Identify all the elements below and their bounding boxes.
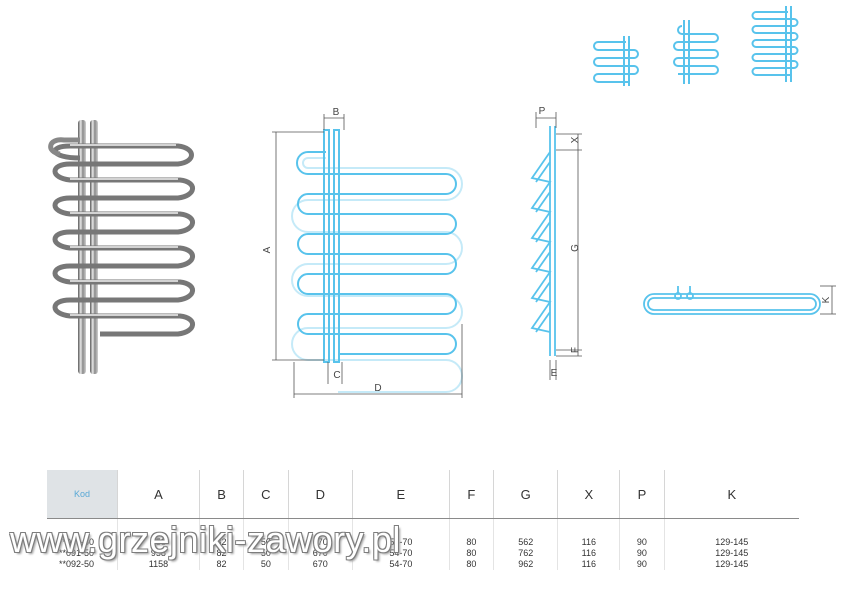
table-cell: 562: [493, 518, 559, 548]
top-view-drawing: K: [643, 285, 836, 315]
table-cell: 90: [619, 548, 665, 559]
table-cell: 54-70: [352, 548, 450, 559]
table-cell: 54-70: [352, 559, 450, 570]
table-cell: 80: [449, 559, 494, 570]
table-cell: 129-145: [715, 537, 749, 547]
dimension-table: Kod A B C D E F G X P K **090-50 758 82 …: [47, 470, 799, 570]
table-cell: 958: [117, 548, 200, 559]
watermark-text: www.grzejniki-zawory.pl: [10, 519, 401, 560]
table-cell: 90: [619, 518, 665, 548]
table-cell: 82: [199, 559, 245, 570]
medium-variant-thumbnail: [673, 20, 719, 84]
table-row: **092-50 1158 82 50 670 54-70 80 962 116…: [47, 559, 799, 570]
table-cell: 129-145: [715, 548, 749, 558]
table-header-row: Kod A B C D E F G X P K: [47, 470, 799, 519]
table-cell: 129-145: [715, 559, 749, 569]
table-cell: 50: [243, 559, 289, 570]
table-row: **091-50 958 82 50 670 54-70 80 762 116 …: [47, 548, 799, 559]
front-view-drawing: B A C D: [262, 107, 463, 398]
table-row: **090-50 758 82 50 670 54-70 80 562 116 …: [47, 518, 799, 548]
table-cell: 50: [243, 548, 289, 559]
table-cell: **092-50: [47, 559, 118, 570]
table-cell: 50: [243, 518, 289, 548]
header-f: F: [449, 470, 494, 519]
dim-label-c: C: [333, 370, 340, 381]
header-c: C: [243, 470, 289, 519]
table-cell: 54-70: [352, 518, 450, 548]
dim-label-f: F: [570, 347, 581, 353]
dim-label-a: A: [262, 246, 273, 253]
header-d: D: [288, 470, 354, 519]
table-cell: 758: [117, 518, 200, 548]
dim-label-e: E: [551, 368, 558, 379]
table-cell: 670: [288, 518, 354, 548]
table-cell: 962: [493, 559, 559, 570]
dim-label-p: P: [539, 106, 546, 117]
table-cell: **090-50: [47, 518, 118, 548]
side-view-drawing: P X G F E: [530, 106, 582, 380]
table-cell: 670: [288, 548, 354, 559]
large-variant-thumbnail: [751, 6, 799, 82]
table-cell: 90: [619, 559, 665, 570]
table-cell: 82: [199, 518, 245, 548]
dim-label-d: D: [374, 383, 381, 394]
product-photo-chrome-radiator: [48, 120, 195, 374]
table-cell: 116: [557, 518, 621, 548]
header-b: B: [199, 470, 245, 519]
table-cell: 670: [288, 559, 354, 570]
table-cell: **091-50: [47, 548, 118, 559]
header-e: E: [352, 470, 450, 519]
table-cell: 116: [557, 548, 621, 559]
table-cell: 82: [199, 548, 245, 559]
header-g: G: [493, 470, 559, 519]
dim-label-g: G: [570, 244, 581, 252]
table-cell: 116: [557, 559, 621, 570]
header-p: P: [619, 470, 665, 519]
header-a: A: [117, 470, 200, 519]
header-k: K: [664, 470, 799, 519]
table-cell: 80: [449, 518, 494, 548]
table-cell: 762: [493, 548, 559, 559]
header-kod: Kod: [47, 470, 118, 519]
table-cell: 1158: [117, 559, 200, 570]
header-x: X: [557, 470, 621, 519]
dim-label-x: X: [570, 136, 581, 143]
small-variant-thumbnail: [593, 36, 639, 86]
dim-label-k: K: [821, 296, 832, 303]
dim-label-b: B: [333, 107, 340, 118]
table-cell: 80: [449, 548, 494, 559]
